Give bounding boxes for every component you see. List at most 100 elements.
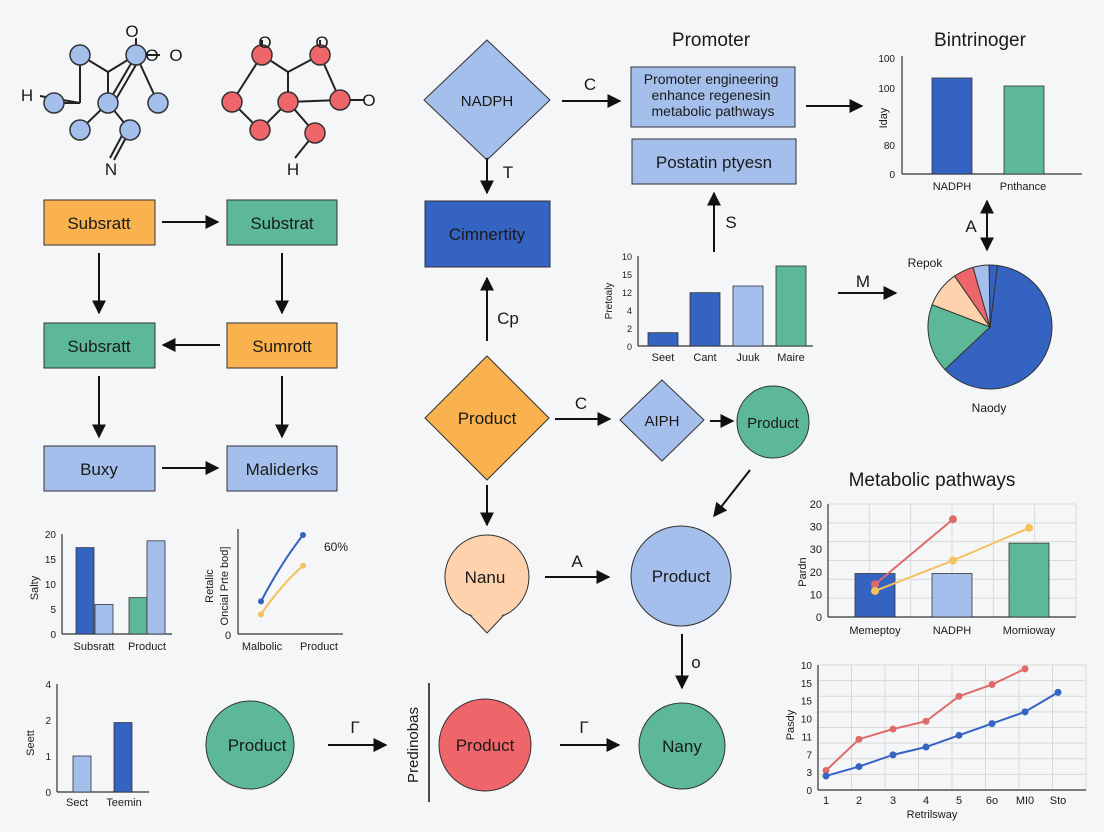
bar (931, 573, 973, 618)
tick-label: Subsratt (74, 641, 115, 653)
tick-label: 7 (806, 750, 812, 761)
tick-label: 5 (956, 795, 962, 807)
tick-label: 20 (45, 530, 57, 541)
axis-title: Salty (29, 575, 41, 600)
node-product-green[interactable]: Product (205, 700, 295, 790)
node-cimnertity[interactable]: Cimnertity (424, 200, 551, 268)
left-flow-arrows (92, 215, 289, 475)
node-substrat[interactable]: Substrat (226, 199, 338, 246)
node-nanu[interactable]: Nanu (444, 534, 530, 634)
edge-label: Γ (579, 718, 588, 737)
node-label: Nanu (465, 568, 506, 587)
node-nadph[interactable]: NADPH (423, 39, 551, 161)
atom-label: O (169, 46, 182, 65)
bar (689, 292, 721, 347)
node-label: Substrat (250, 214, 314, 233)
molecule-left: O O O H N (21, 22, 183, 179)
tick-label: 20 (810, 567, 822, 579)
tick-label: 100 (878, 54, 895, 65)
tick-label: 2 (45, 716, 51, 727)
tick-label: Momioway (1003, 625, 1056, 637)
edge-label: T (503, 163, 513, 182)
tick-label: 10 (622, 252, 632, 262)
pie-slice (944, 264, 1053, 390)
data-point (889, 751, 897, 759)
tick-label: 12 (622, 288, 632, 298)
tick-label: 0 (806, 786, 812, 797)
atom-group (221, 44, 351, 144)
node-buxy[interactable]: Buxy (43, 445, 156, 492)
node-label: Buxy (80, 460, 118, 479)
pie-slice (927, 304, 991, 371)
tick-label: 80 (884, 141, 896, 152)
tick-label: 4 (923, 795, 929, 807)
node-nany[interactable]: Nany (638, 702, 726, 790)
node-label: Nany (662, 737, 702, 756)
tick-label: Pnthance (1000, 181, 1046, 193)
series-line (825, 691, 1059, 777)
tick-label: MI0 (1016, 795, 1034, 807)
bar (146, 540, 166, 635)
axis-title: Oncial Prte bod] (219, 547, 231, 626)
node-aiph[interactable]: AIPH (619, 379, 705, 462)
node-product-diamond[interactable]: Product (424, 355, 550, 481)
node-label: Product (456, 736, 515, 755)
axis-title: Pasdy (785, 709, 797, 740)
atom-label: O (125, 22, 138, 41)
tick-label: 4 (45, 680, 51, 691)
node-product-large[interactable]: Product (630, 525, 732, 627)
data-point (889, 725, 897, 733)
data-point (1021, 708, 1029, 716)
tick-label: Seet (652, 352, 675, 364)
node-subsratt-2[interactable]: Subsratt (43, 322, 156, 369)
heading-bintrinoger: Bintrinoger (934, 30, 1027, 51)
atom-label: H (287, 160, 299, 179)
node-subsratt-1[interactable]: Subsratt (43, 199, 156, 246)
node-label: Subsratt (67, 337, 131, 356)
data-point (871, 586, 879, 595)
tick-label: 0 (225, 630, 231, 642)
tick-label: NADPH (933, 625, 972, 637)
tick-label: 10 (801, 661, 813, 672)
tick-label: 10 (810, 589, 822, 601)
data-point (300, 532, 306, 538)
node-label: Subsratt (67, 214, 131, 233)
node-label: Product (458, 409, 517, 428)
edge-label: Cp (497, 309, 519, 328)
pie-slice (988, 264, 998, 328)
atom-label: O (315, 33, 328, 52)
tick-label: Product (128, 641, 166, 653)
node-promoter-engineering[interactable]: Promoter engineering enhance regenesin m… (630, 66, 796, 128)
atom-label: O (362, 91, 375, 110)
tick-label: 0 (45, 788, 51, 799)
node-product-small[interactable]: Product (736, 385, 810, 459)
series-line (874, 518, 954, 586)
center-flow-arrows (328, 94, 994, 752)
bar (732, 285, 764, 347)
data-point (1021, 665, 1029, 673)
axis-title: Pretoaly (604, 283, 615, 320)
node-product-red[interactable]: Product (438, 698, 532, 792)
tick-label: 3 (806, 768, 812, 779)
data-point (855, 735, 863, 743)
node-sumrott[interactable]: Sumrott (226, 322, 338, 369)
tick-label: 15 (801, 697, 813, 708)
data-point (922, 743, 930, 751)
node-postatin[interactable]: Postatin ptyesn (631, 138, 797, 185)
node-label: NADPH (461, 93, 514, 110)
node-maliderks[interactable]: Maliderks (226, 445, 338, 492)
tick-label: 30 (810, 544, 822, 556)
edge-label: M (856, 272, 870, 291)
tick-label: 11 (802, 732, 813, 743)
tick-label: 30 (810, 522, 822, 534)
tick-label: 20 (810, 499, 822, 511)
tick-label: 15 (622, 270, 632, 280)
node-label: Product (228, 736, 287, 755)
node-label: Sumrott (252, 337, 312, 356)
